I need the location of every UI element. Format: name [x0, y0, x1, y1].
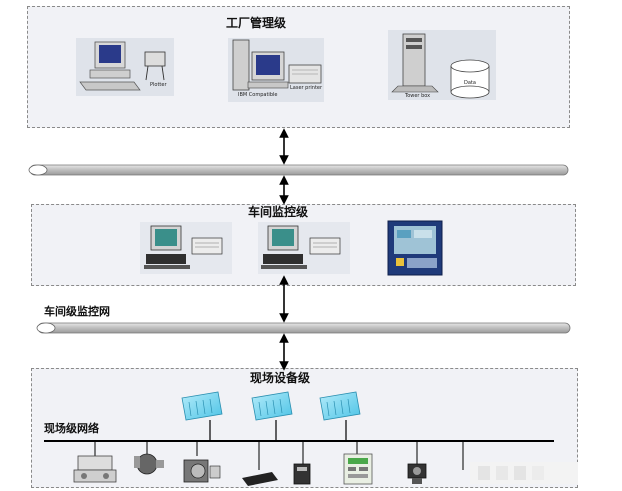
field-device-drops — [94, 441, 464, 470]
workshop-level-title: 车间监控级 — [248, 205, 309, 219]
tower-caption: Tower box — [405, 93, 431, 99]
drive-unit-icon — [242, 472, 278, 486]
transmitter-icon — [407, 463, 427, 484]
valve-actuator-icon — [73, 455, 117, 483]
field-controller-3-icon — [319, 391, 361, 441]
monitoring-station-2-icon — [258, 222, 350, 274]
pump-icon — [183, 459, 221, 483]
ibm-pc-icon — [228, 38, 324, 102]
sensor-block-icon — [293, 463, 311, 485]
database-icon — [450, 59, 490, 99]
monitoring-station-1-icon — [140, 222, 232, 274]
laser-printer-icon — [288, 64, 322, 84]
factory-level-title: 工厂管理级 — [226, 16, 287, 30]
io-module-icon — [343, 453, 373, 485]
plotter-icon — [144, 51, 166, 81]
field-controller-2-icon — [251, 391, 293, 441]
field-device-blurred-icon — [470, 462, 578, 484]
field-controller-1-icon — [181, 391, 223, 441]
workshop-network-label: 车间级监控网 — [44, 305, 110, 318]
field-level-title: 现场设备级 — [250, 371, 311, 385]
plotter-caption: Plotter — [150, 82, 167, 88]
workshop-network-cable — [36, 322, 571, 334]
operator-panel-icon — [387, 220, 443, 276]
printer-caption: Laser printer — [290, 85, 323, 91]
field-network-label: 现场级网络 — [44, 422, 99, 435]
factory-network-cable — [28, 164, 569, 176]
ibm-caption: IBM Compatible — [238, 92, 278, 98]
motor-icon — [134, 453, 164, 475]
data-caption: Data — [464, 80, 476, 86]
workstation-computer-icon — [76, 38, 174, 96]
